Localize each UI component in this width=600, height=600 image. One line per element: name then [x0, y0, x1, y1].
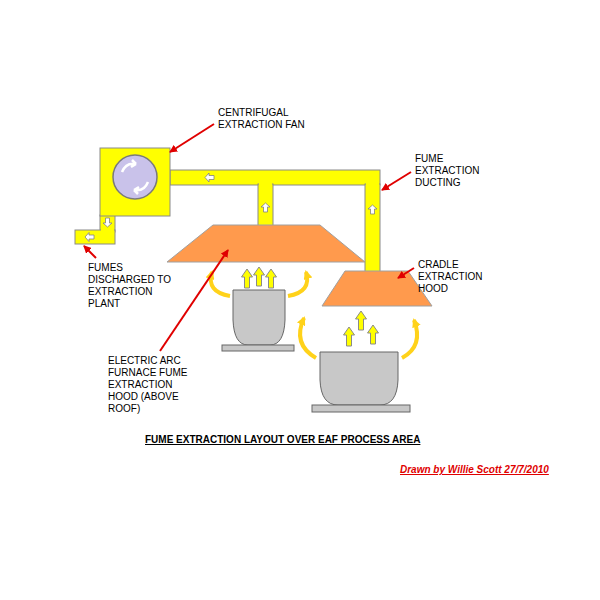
part-label: ELECTRIC ARC FURNACE FUME EXTRACTION HOO… — [108, 355, 194, 415]
author-note: Drawn by Willie Scott 27/7/2010 — [400, 464, 549, 475]
part-label: CRADLE EXTRACTION HOOD — [418, 259, 496, 295]
fan-swirl — [134, 182, 148, 194]
duct-joint — [366, 183, 379, 186]
fume-arrow — [254, 267, 265, 286]
fume-swirl — [300, 318, 316, 358]
fume-arrow — [356, 311, 367, 330]
eaf-hood — [167, 225, 365, 262]
fume-swirl — [211, 272, 230, 296]
flow-arrow — [261, 203, 270, 212]
fume-swirl — [288, 272, 307, 296]
flow-arrow — [205, 173, 214, 182]
leader-line — [160, 250, 228, 351]
fan-impeller — [113, 155, 157, 199]
furnace-duct — [258, 184, 273, 226]
cradle-hood — [322, 271, 432, 306]
fan-swirl — [122, 160, 136, 172]
leader-line — [170, 124, 214, 152]
leader-line — [398, 268, 414, 278]
centrifugal-fan — [100, 148, 170, 216]
fume-arrow — [368, 325, 379, 344]
discharge-duct — [75, 230, 115, 244]
leader-line — [382, 172, 411, 190]
outlet-duct — [100, 215, 115, 232]
part-label: FUMES DISCHARGED TO EXTRACTION PLANT — [88, 262, 178, 310]
fan-housing — [100, 148, 170, 216]
fume-arrow — [242, 269, 253, 288]
leader-line — [84, 246, 96, 258]
duct-joint — [259, 183, 272, 186]
duct-joint — [101, 229, 114, 232]
flow-arrow — [103, 218, 112, 227]
fume-swirl — [402, 320, 417, 358]
fume-arrow — [266, 269, 277, 288]
cradle-duct — [365, 184, 380, 272]
furnace-base — [222, 345, 294, 351]
fume-arrow — [344, 327, 355, 346]
ladle-cradle — [320, 352, 398, 405]
diagram-title: FUME EXTRACTION LAYOUT OVER EAF PROCESS … — [145, 434, 420, 445]
flow-arrow — [368, 205, 377, 214]
cradle-base — [312, 405, 410, 412]
part-label: FUME EXTRACTION DUCTING — [415, 153, 493, 189]
horizontal-duct — [170, 170, 380, 185]
flow-arrow — [85, 233, 94, 242]
arc-furnace — [233, 290, 285, 345]
part-label: CENTRIFUGAL EXTRACTION FAN — [218, 107, 328, 131]
